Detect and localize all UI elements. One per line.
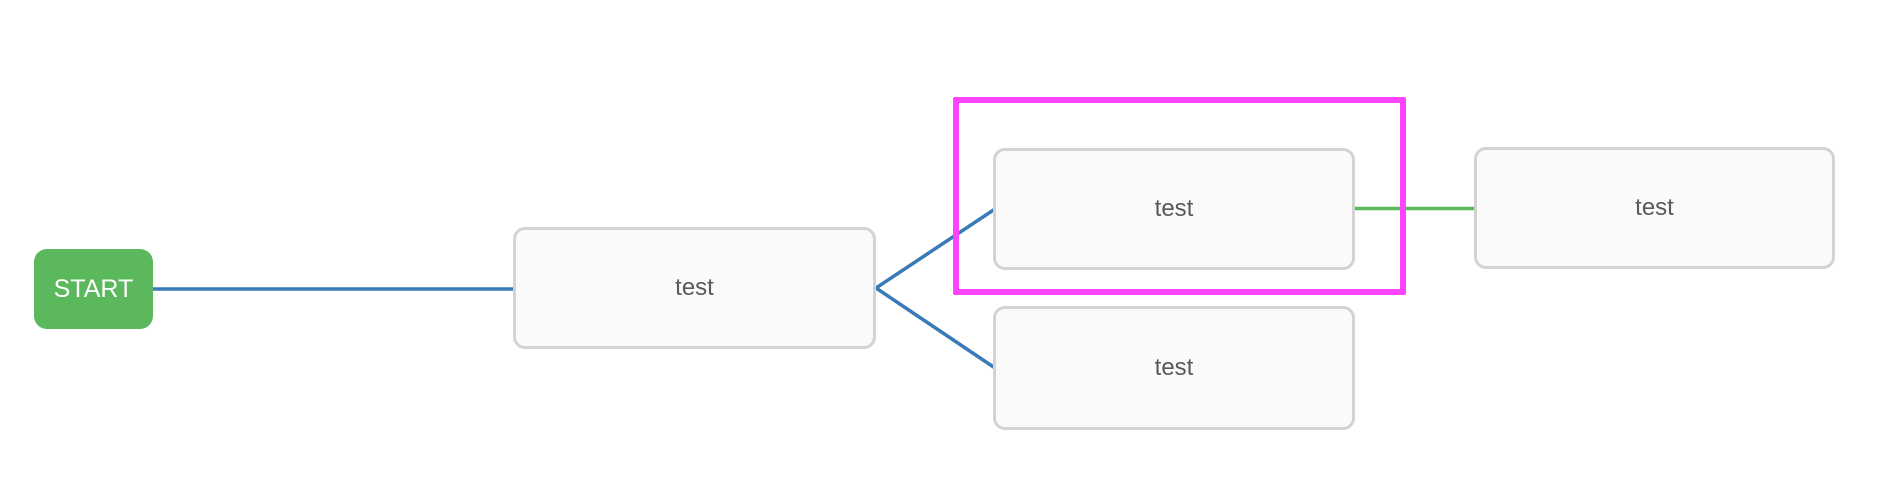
connector-node-1-to-node-2[interactable] bbox=[875, 207, 996, 290]
flow-node-2[interactable]: test bbox=[993, 148, 1355, 270]
flow-node-3[interactable]: test bbox=[993, 306, 1355, 430]
connector-node-1-to-node-3[interactable] bbox=[875, 286, 996, 370]
flow-node-label: test bbox=[675, 274, 714, 301]
start-node-label: START bbox=[53, 274, 134, 303]
flow-node-4[interactable]: test bbox=[1474, 147, 1835, 269]
flow-node-label: test bbox=[1154, 195, 1194, 222]
flow-node-label: test bbox=[1635, 194, 1674, 221]
flow-node-1[interactable]: test bbox=[513, 227, 876, 349]
flow-node-label: test bbox=[1154, 354, 1194, 381]
start-node[interactable]: START bbox=[34, 249, 153, 329]
